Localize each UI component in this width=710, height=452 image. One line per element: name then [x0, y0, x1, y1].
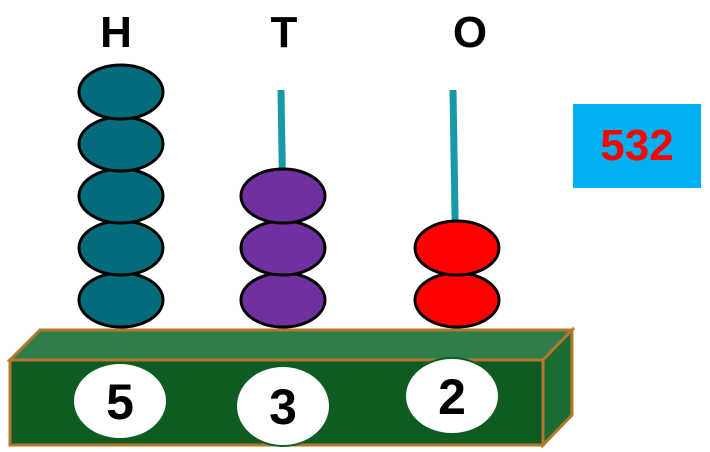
- digit-ones: 2: [404, 357, 500, 435]
- abacus-beads: [77, 63, 501, 329]
- bead-ones: [413, 219, 501, 277]
- bead-hundreds: [77, 219, 165, 277]
- label-tens: T: [270, 8, 298, 57]
- label-ones: O: [452, 8, 488, 57]
- digit-hundreds: 5: [72, 362, 168, 440]
- place-value-digits: 5 3 2: [72, 357, 500, 447]
- number-value: 532: [600, 121, 674, 170]
- bead-tens: [239, 167, 327, 225]
- digit-ones-text: 2: [438, 369, 466, 425]
- digit-tens: 3: [235, 365, 331, 447]
- bead-hundreds: [77, 63, 165, 121]
- bead-hundreds: [77, 115, 165, 173]
- bead-hundreds: [77, 167, 165, 225]
- bead-hundreds: [77, 271, 165, 329]
- digit-hundreds-text: 5: [106, 374, 134, 430]
- digit-tens-text: 3: [269, 379, 297, 435]
- bead-tens: [239, 271, 327, 329]
- bead-ones: [413, 271, 501, 329]
- base-top-face: [6, 328, 576, 362]
- bead-tens: [239, 219, 327, 277]
- label-hundreds: H: [100, 8, 132, 57]
- number-box: 532: [573, 104, 701, 188]
